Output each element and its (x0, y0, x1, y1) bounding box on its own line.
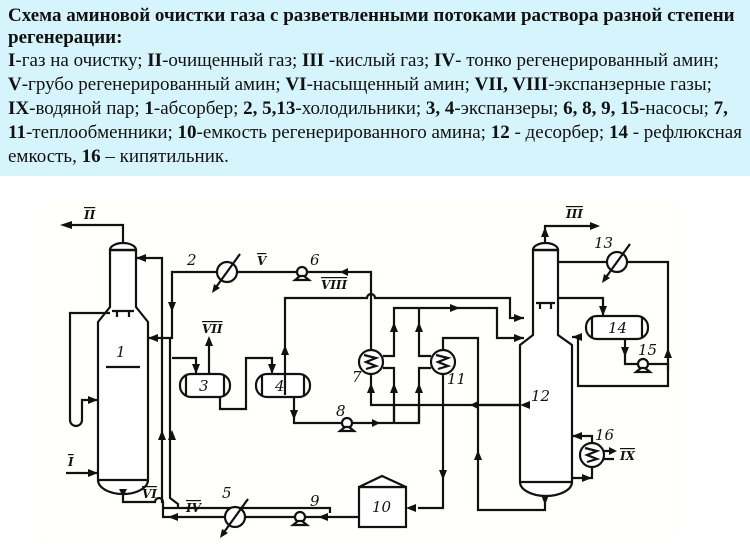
label-tank-10: 10 (372, 498, 392, 516)
legend-entry: 3, 4-экспанзеры; (425, 98, 564, 119)
label-cooler-13: 13 (594, 234, 613, 252)
legend-entry: 12 - десорбер; (490, 122, 609, 143)
label-cooler-5: 5 (222, 484, 232, 502)
stream-VII-label: VII (202, 322, 223, 336)
legend-entry: 7, 11-теплообменники; (8, 98, 728, 143)
stream-IV-label: IV (185, 501, 203, 515)
absorber-1: 1 (96, 241, 150, 496)
expander-3: 3 (178, 372, 232, 399)
legend-entry: III -кислый газ; (301, 50, 435, 71)
label-desorber: 12 (531, 387, 550, 405)
legend-entry: I-газ на очистку; (8, 50, 148, 71)
caption-panel: Схема аминовой очистки газа с разветвлен… (0, 0, 750, 176)
stream-VI-label: VI (142, 487, 157, 501)
desorber-12: 12 (518, 241, 574, 498)
label-reboiler-16: 16 (595, 426, 615, 444)
label-heat-exchanger-11: 11 (447, 370, 466, 388)
stream-III-label: III (565, 207, 583, 221)
legend-entry: VI-насыщенный амин; (285, 74, 475, 95)
figure-title: Схема аминовой очистки газа с разветвлен… (8, 5, 735, 48)
expander-4: 4 (254, 372, 312, 399)
stream-V-label: V (257, 254, 268, 268)
stream-IX-label: IX (619, 449, 636, 463)
legend-entry: 6, 8, 9, 15-насосы; (563, 98, 714, 119)
legend-entry: V-грубо регенерированный амин; (8, 74, 286, 95)
legend-entry: IV- тонко регенерированный амин; (434, 50, 719, 71)
label-expander-4: 4 (274, 377, 285, 395)
cooler-2: 2 (186, 251, 241, 293)
label-heat-exchanger-7: 7 (352, 368, 362, 386)
pump-6: 6 (291, 251, 320, 282)
label-cooler-2: 2 (186, 251, 197, 269)
heat-exchanger-7: 7 (352, 348, 385, 386)
cooler-13: 13 (594, 234, 631, 283)
label-pump-8: 8 (336, 402, 346, 420)
stream-I-label: I (67, 455, 74, 469)
label-absorber: 1 (116, 343, 126, 361)
label-pump-6: 6 (310, 251, 320, 269)
figure-legend: I-газ на очистку; II-очищенный газ; III … (8, 49, 743, 169)
legend-entry: 16 – кипятильник. (81, 146, 229, 167)
legend-entry: IX-водяной пар; (8, 98, 145, 119)
tank-10: 10 (357, 474, 408, 529)
legend-entry: II-очищенный газ; (147, 50, 302, 71)
reflux-tank-14: 14 (584, 314, 650, 341)
legend-entry: VII, VIII-экспанзерные газы; (474, 74, 712, 95)
heat-exchanger-11: 11 (429, 348, 466, 388)
label-pump-15: 15 (638, 341, 657, 359)
legend-entry: 10-емкость регенерированного амина; (177, 122, 491, 143)
stream-VIII-label: VIII (321, 278, 348, 292)
label-reflux-tank-14: 14 (608, 319, 627, 337)
legend-entry: 14 - рефлюксная емкость, (8, 122, 742, 167)
stream-II-label: II (83, 208, 96, 222)
label-pump-9: 9 (310, 492, 320, 510)
legend-entry: 1-абсорбер; (144, 98, 244, 119)
legend-entry: 2, 5,13-холодильники; (243, 98, 426, 119)
label-expander-3: 3 (199, 377, 209, 395)
process-flow-diagram: 1 II I VI 2 V 6 VIII (40, 200, 675, 540)
